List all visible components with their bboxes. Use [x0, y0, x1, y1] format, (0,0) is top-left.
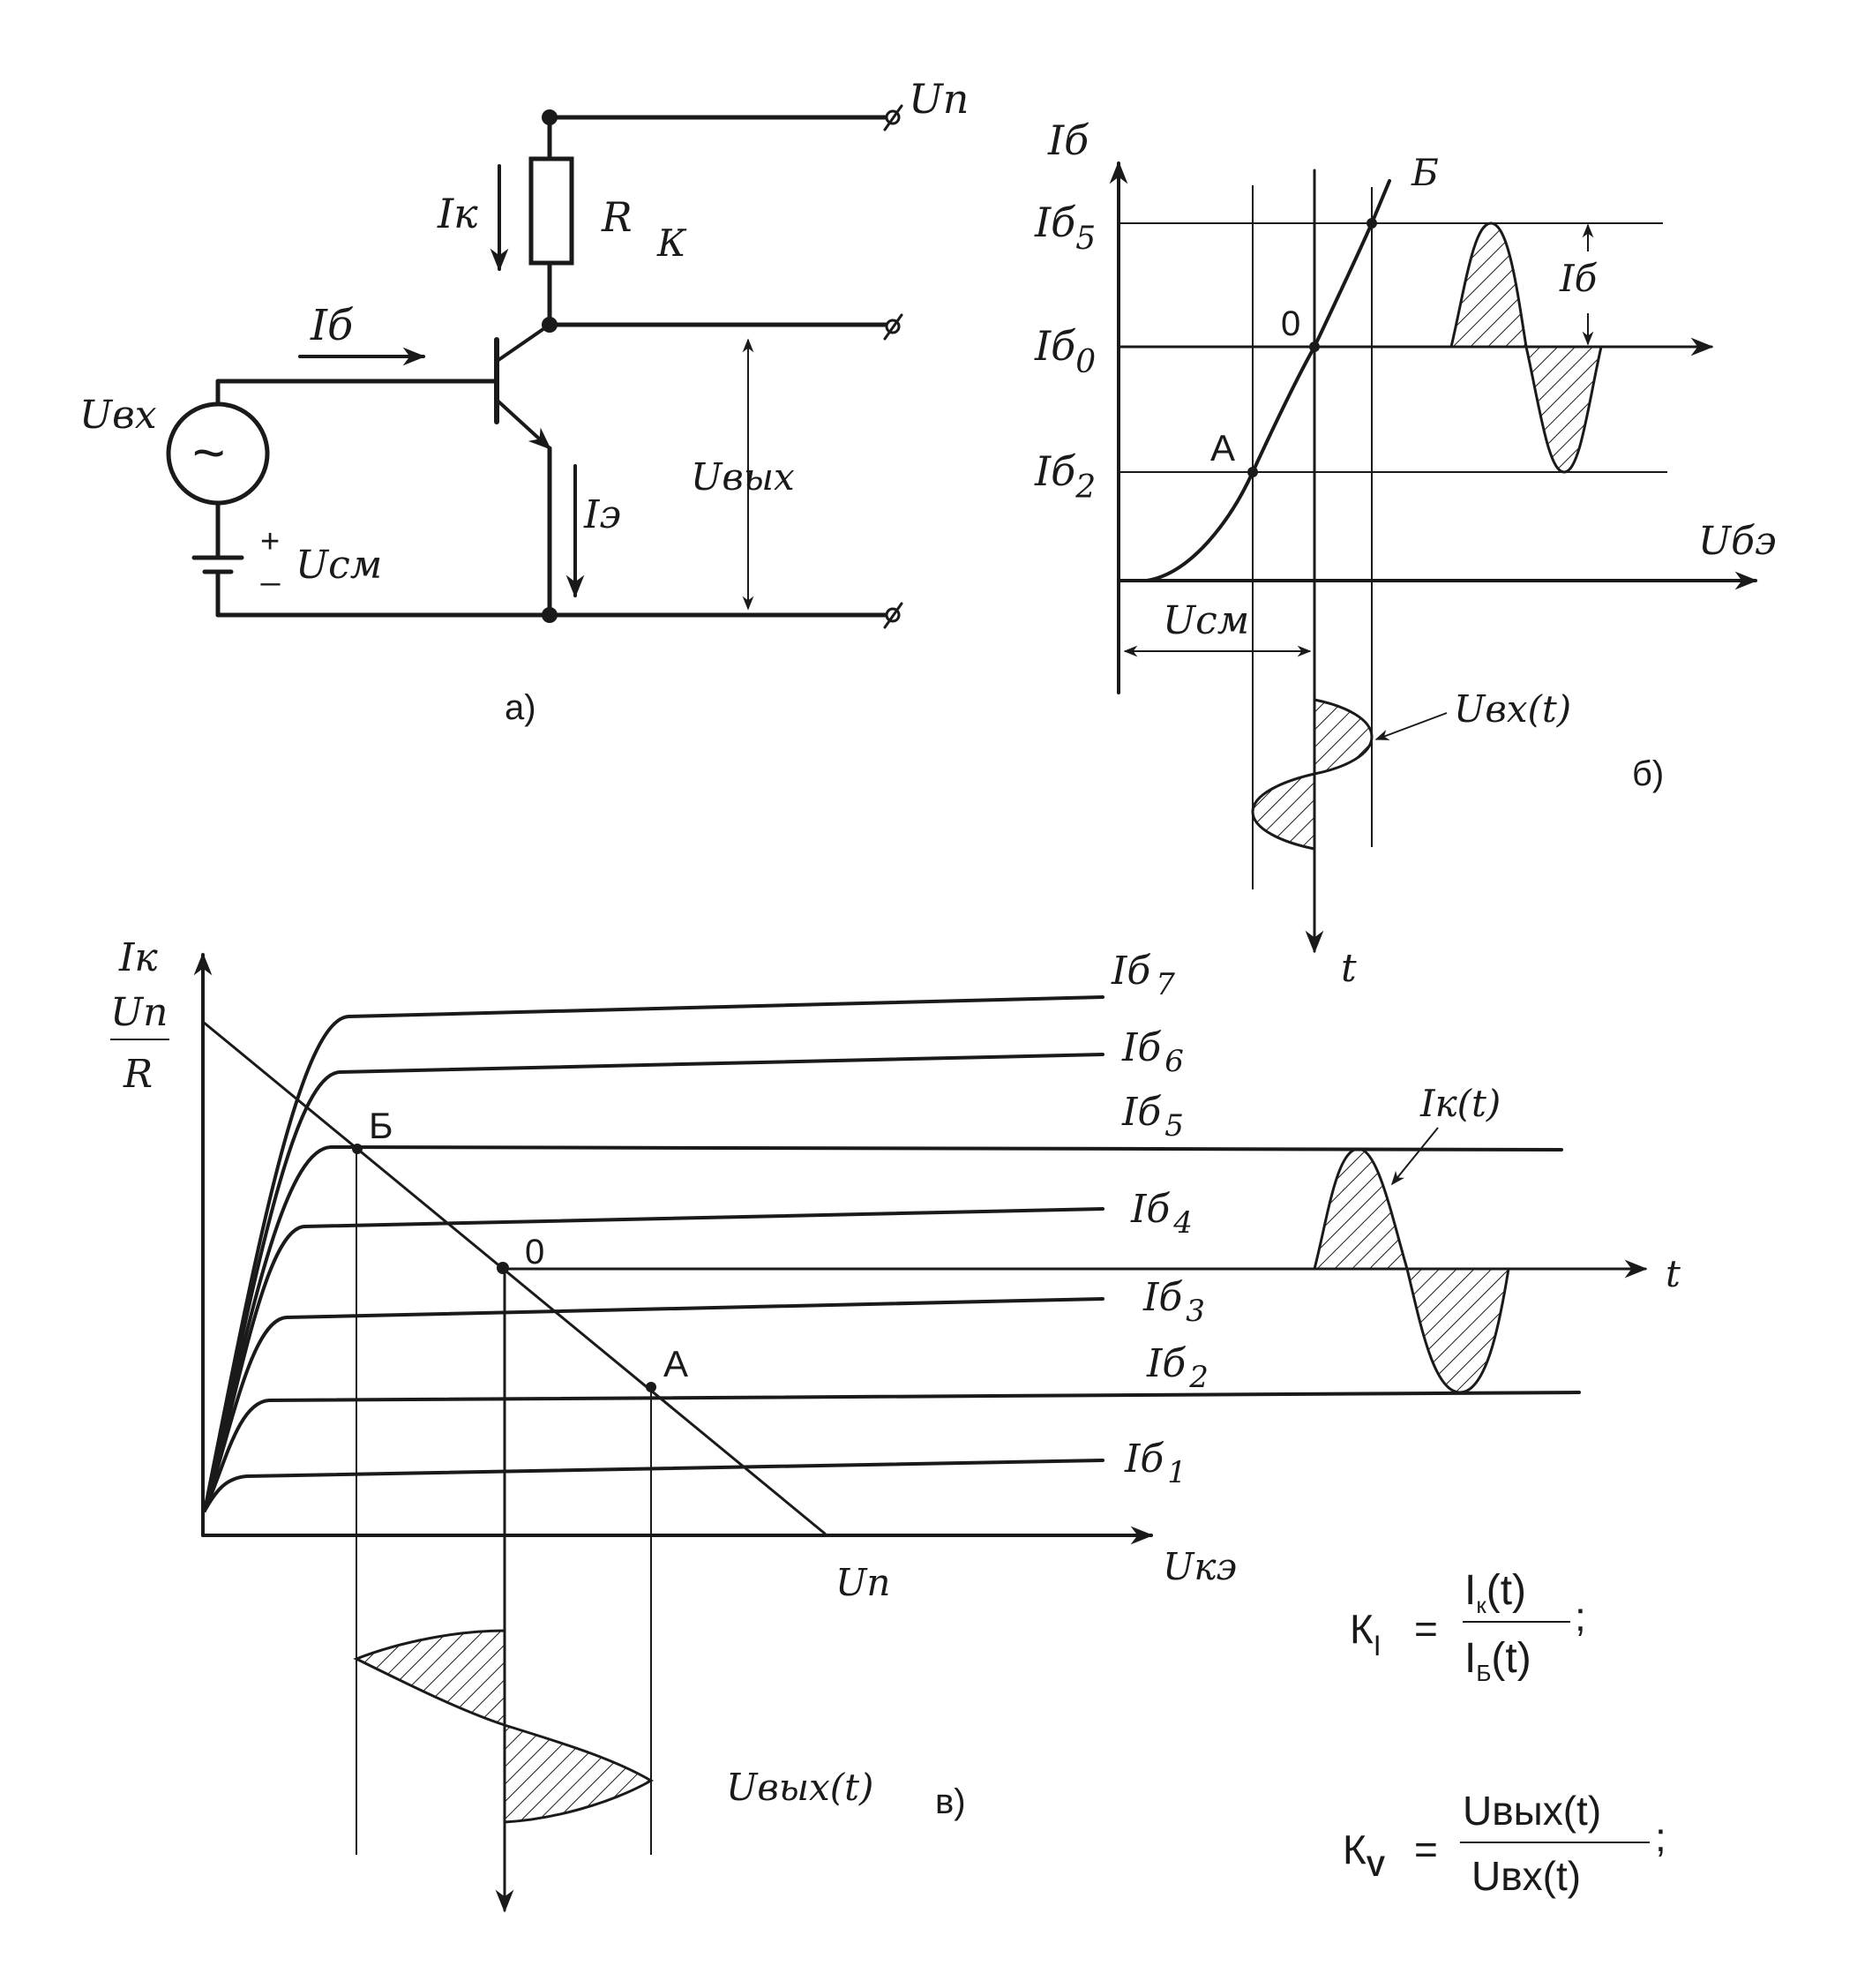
transistor-collector [497, 323, 551, 362]
formula-ki-numerator: Iк(t) [1464, 1567, 1526, 1618]
caption-a: а) [505, 688, 536, 727]
uvyx-wave-positive [503, 1722, 655, 1824]
point-o [1309, 341, 1320, 352]
transistor-emitter-arrow [497, 400, 551, 450]
label-uvx-t: Uвх(t) [1454, 687, 1571, 731]
formula-kv-numerator: Uвых(t) [1463, 1788, 1601, 1834]
label-point-a: А [1210, 427, 1235, 469]
uvyx-wave-negative [353, 1629, 506, 1728]
label-point-o-out: 0 [525, 1233, 544, 1272]
label-uvx: Uвх [79, 393, 157, 438]
curve-ib5 [203, 1145, 1563, 1512]
label-level-ib0: Iб0 [1034, 322, 1096, 380]
uvx-wave-positive [1313, 698, 1374, 776]
point-o-out [497, 1262, 509, 1274]
terminal-out-slash [883, 313, 903, 341]
formula-ki-denominator: IБ(t) [1464, 1635, 1531, 1686]
point-a-out [646, 1382, 656, 1392]
ib-wave-positive [1449, 221, 1528, 349]
circuit-schematic: Uп Iк R К Iб Uвх ~ + _ Uсм Iэ Uвых а) [79, 75, 969, 727]
label-uke-axis: Uкэ [1163, 1545, 1237, 1588]
curve-ib3 [203, 1297, 1104, 1512]
label-point-b: Б [1411, 151, 1439, 194]
label-ucm: Uсм [296, 543, 382, 588]
terminal-un-slash [883, 104, 903, 131]
formula-kv-semicolon: ; [1655, 1814, 1666, 1860]
ik-wave-negative [1405, 1267, 1510, 1394]
input-characteristic: Iб Uбэ t Iб5 Iб0 Iб2 Б 0 А Iб Uсм Uвх(t)… [1034, 116, 1777, 991]
node-ground [542, 607, 558, 623]
label-ie: Iэ [583, 492, 621, 537]
label-un-over-r-num: Uп [110, 990, 168, 1035]
label-plus: + [260, 523, 280, 560]
point-b-out [352, 1144, 363, 1154]
label-ik: Iк [437, 190, 478, 237]
terminal-ground-slash [883, 602, 903, 629]
formula-ki-lhs: КI [1350, 1606, 1382, 1662]
label-point-b-out: Б [369, 1105, 393, 1146]
uvx-wave-negative [1251, 772, 1316, 851]
curve-ib1 [203, 1459, 1104, 1512]
label-tilde: ~ [192, 421, 225, 484]
ib-wave-negative [1524, 345, 1603, 474]
label-ube-axis: Uбэ [1698, 519, 1777, 564]
caption-c: в) [935, 1782, 966, 1821]
point-b [1367, 218, 1377, 229]
label-ib: Iб [310, 301, 354, 350]
label-point-o: 0 [1281, 304, 1300, 343]
point-a [1247, 467, 1258, 477]
label-r: R [601, 193, 633, 241]
label-delta-ib: Iб [1559, 257, 1598, 300]
label-level-ib5: Iб5 [1034, 199, 1096, 257]
ik-t-pointer [1390, 1127, 1439, 1186]
label-point-a-out: А [663, 1343, 688, 1384]
label-un-over-r-den: R [123, 1052, 153, 1097]
label-t-out: t [1666, 1252, 1681, 1295]
curve-ib4 [203, 1207, 1104, 1512]
label-level-ib2: Iб2 [1034, 447, 1096, 506]
caption-b: б) [1632, 754, 1664, 793]
label-ucm-dim: Uсм [1163, 598, 1249, 643]
label-minus: _ [260, 550, 281, 587]
label-ib-axis: Iб [1047, 116, 1089, 164]
load-line [201, 1020, 827, 1535]
curve-ib7 [203, 995, 1104, 1512]
uvx-pointer [1374, 712, 1448, 740]
resistor-rk [528, 156, 574, 266]
input-characteristic-curve [1145, 179, 1391, 582]
formula-kv-denominator: Uвх(t) [1471, 1853, 1581, 1899]
label-ik-t: Iк(t) [1419, 1082, 1501, 1125]
curve-ib2 [203, 1391, 1581, 1512]
label-un-intercept: Uп [835, 1561, 890, 1604]
formula-ki: КI = Iк(t) IБ(t) ; [1350, 1567, 1586, 1686]
label-uvyx: Uвых [691, 455, 795, 499]
formula-ki-eq: = [1414, 1606, 1438, 1652]
label-ik-axis: Iк [118, 935, 158, 980]
formula-kv-eq: = [1414, 1827, 1438, 1872]
label-k: К [656, 221, 687, 265]
label-un: Uп [909, 75, 969, 123]
formula-kv-lhs: КV [1343, 1827, 1386, 1882]
formula-kv: КV = Uвых(t) Uвх(t) ; [1343, 1788, 1666, 1899]
label-t-axis: t [1341, 946, 1357, 991]
label-uvyx-t: Uвых(t) [726, 1766, 873, 1809]
curve-ib6 [203, 1053, 1104, 1512]
formula-ki-semicolon: ; [1575, 1594, 1586, 1639]
ik-wave-positive [1313, 1147, 1410, 1271]
